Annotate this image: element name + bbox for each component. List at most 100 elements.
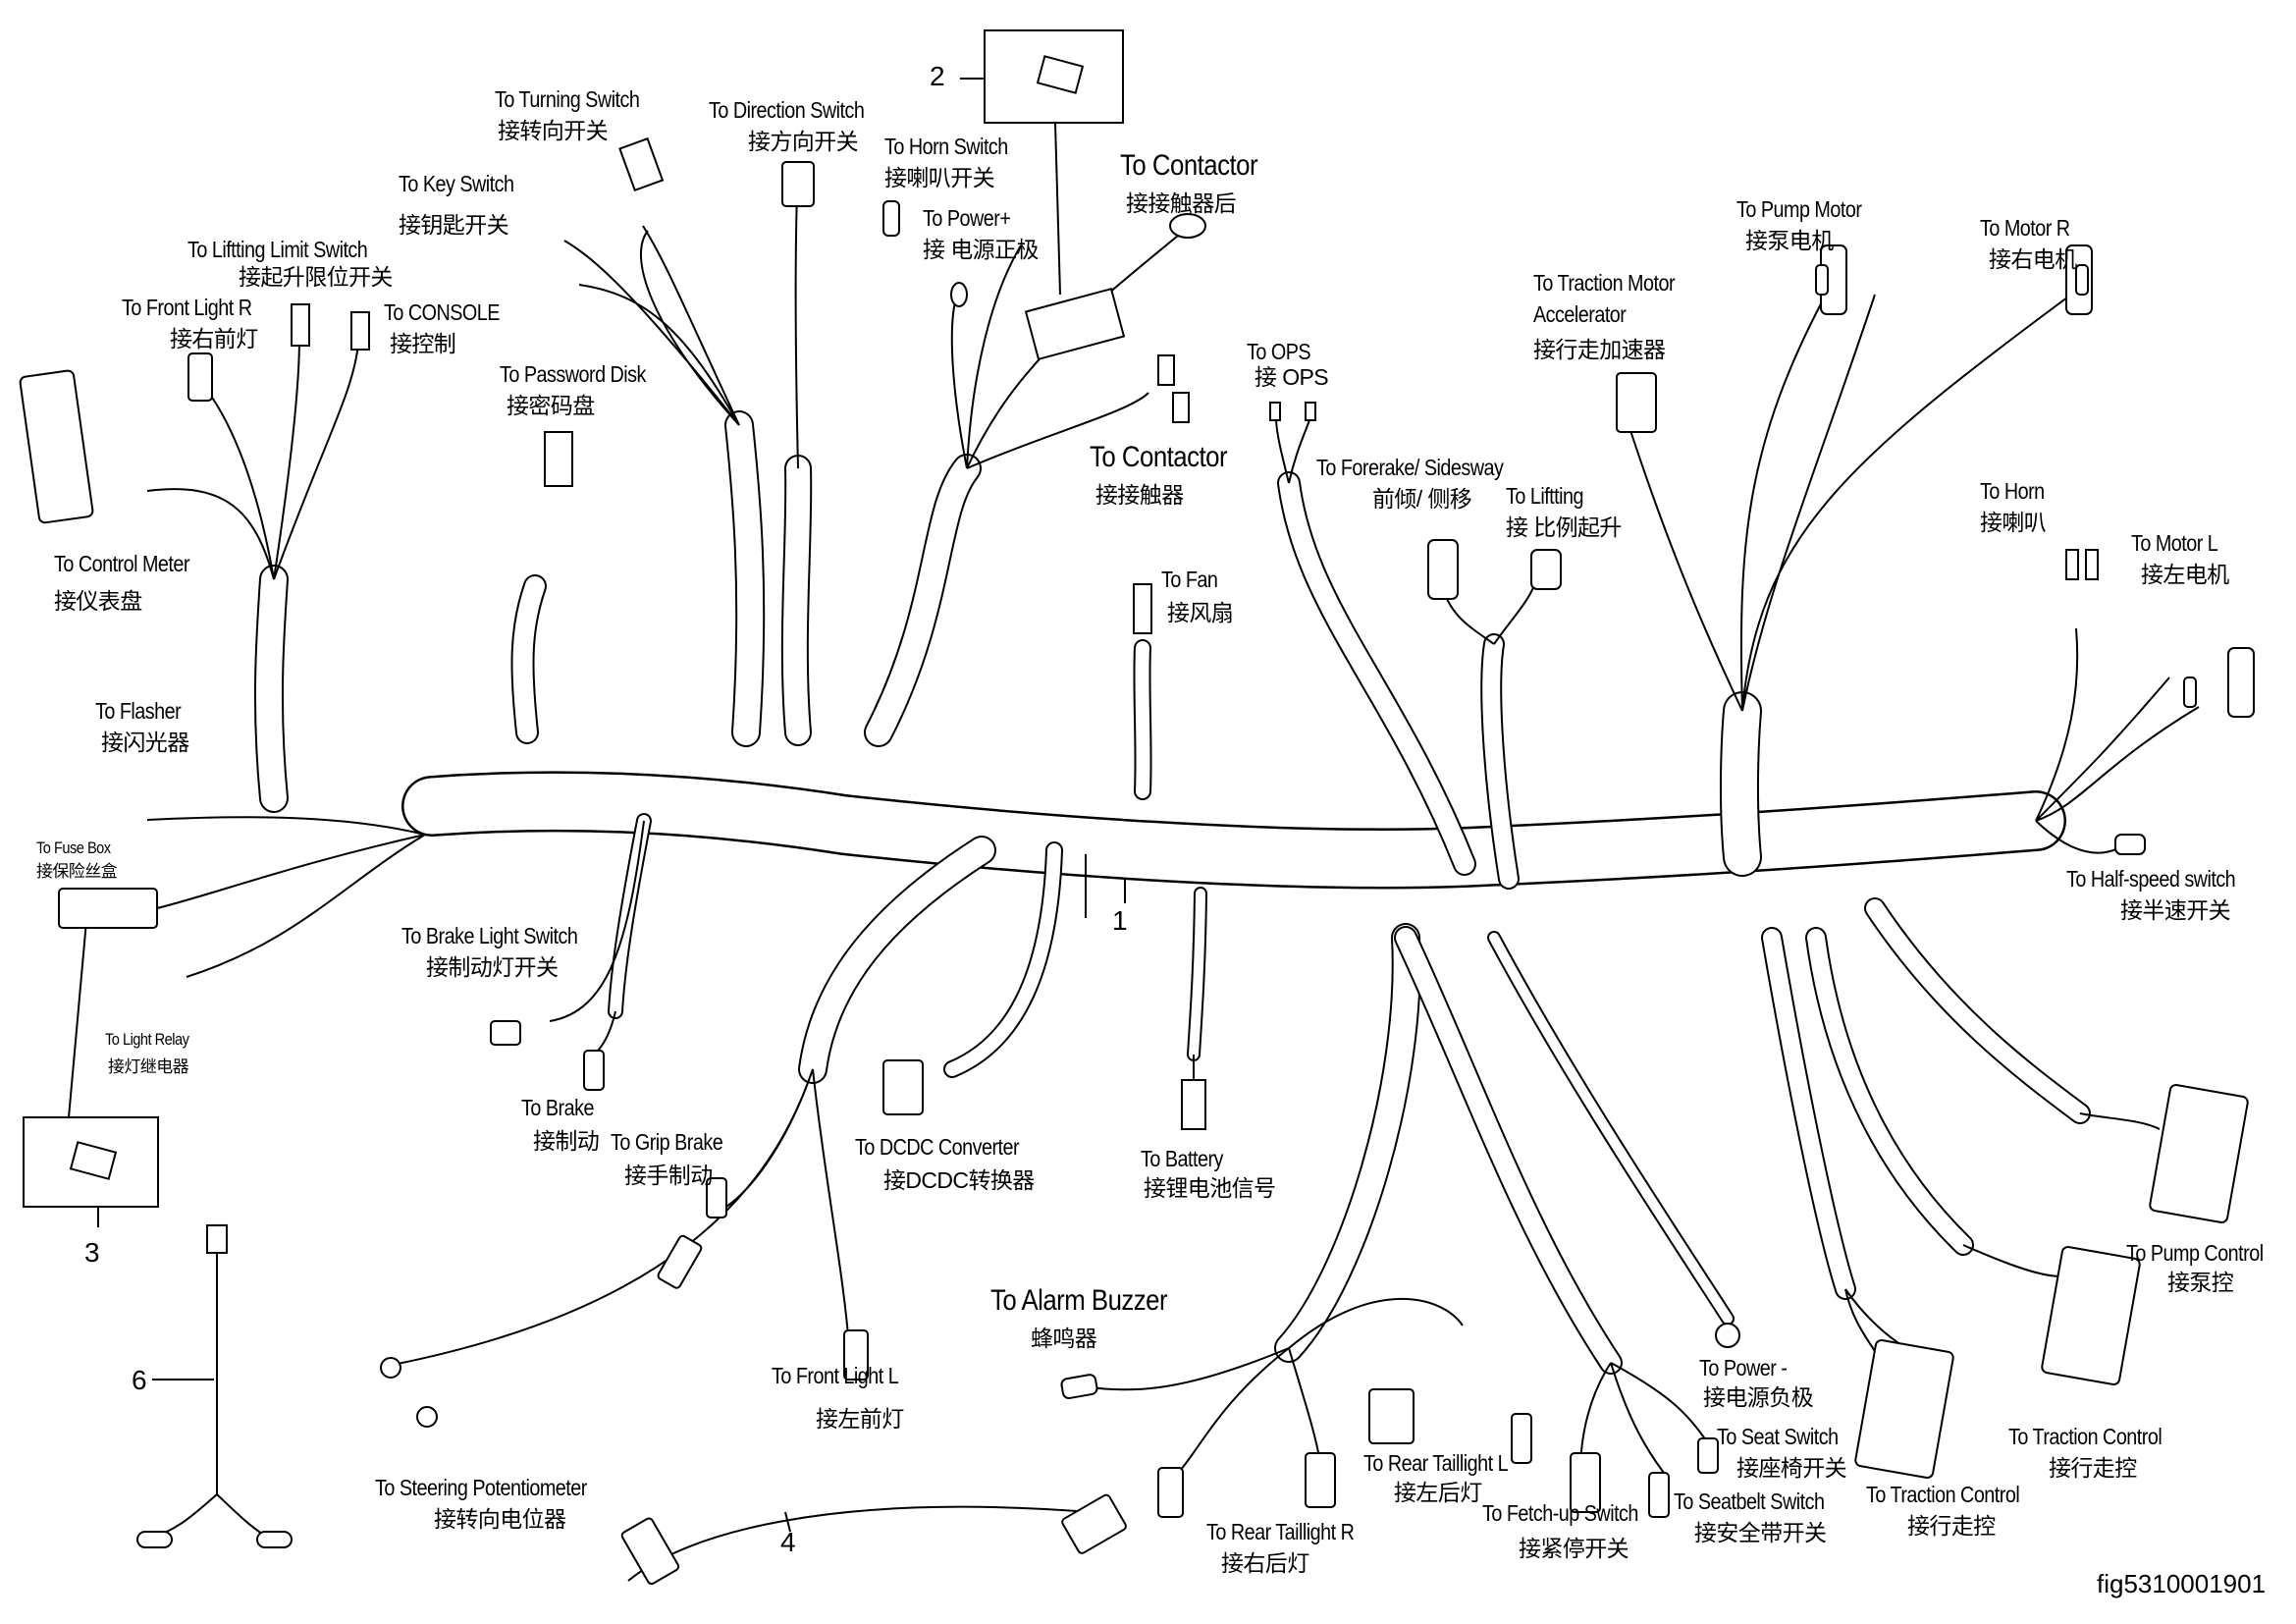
label-en: To Fan — [1161, 567, 1218, 592]
label-en: To Steering Potentiometer — [375, 1475, 587, 1500]
label-cn: 接紧停开关 — [1519, 1536, 1629, 1561]
label-cn: 接 电源正极 — [923, 237, 1039, 262]
label-traction-control-right: To Traction Control 接行走控 — [2008, 1421, 2187, 1484]
label-seatbelt-switch: To Seatbelt Switch 接安全带开关 — [1674, 1486, 1848, 1548]
label-en: To Brake — [521, 1095, 594, 1120]
label-en: To Pump Control — [2126, 1240, 2264, 1266]
label-en: To Front Light L — [772, 1363, 899, 1388]
label-en: To Seatbelt Switch — [1674, 1489, 1825, 1514]
label-en: To Brake Light Switch — [401, 923, 578, 948]
label-turning-switch: To Turning Switch 接转向开关 — [495, 83, 663, 146]
label-power-minus: To Power -接电源负极 — [1699, 1353, 1814, 1412]
label-en: To Alarm Buzzer — [990, 1284, 1168, 1317]
figure-id: fig5310001901 — [2097, 1569, 2267, 1598]
label-en: To Flasher — [95, 698, 182, 724]
label-en: To Control Meter — [54, 551, 189, 576]
label-cn: 接锂电池信号 — [1144, 1175, 1276, 1201]
label-en: To Liftting Limit Switch — [187, 237, 368, 262]
label-en: To Liftting — [1506, 483, 1584, 509]
control-meter-connector — [19, 369, 94, 524]
label-cn: 接接触器后 — [1126, 190, 1237, 216]
label-brake-light-switch: To Brake Light Switch 接制动灯开关 — [401, 920, 607, 983]
label-cn: 接安全带开关 — [1694, 1520, 1827, 1545]
label-cn: 接密码盘 — [507, 393, 595, 418]
label-cn: 接 比例起升 — [1506, 514, 1622, 540]
label-cn: 接 OPS — [1255, 364, 1329, 390]
callout-1: 1 — [1112, 905, 1128, 936]
label-en: To Turning Switch — [495, 86, 640, 112]
label-en: To Horn — [1980, 478, 2045, 504]
label-en: To Seat Switch — [1717, 1424, 1839, 1449]
label-cn: 接转向开关 — [498, 118, 609, 143]
label-en: To Rear Taillight R — [1206, 1519, 1355, 1544]
label-en: To DCDC Converter — [855, 1134, 1020, 1160]
label-en: To CONSOLE — [384, 299, 500, 325]
label-cn: 接左电机 — [2141, 562, 2229, 587]
label-cn: 接接触器 — [1095, 482, 1184, 508]
label-cn: 接起升限位开关 — [239, 264, 393, 290]
label-en: To Light Relay — [105, 1030, 189, 1049]
label-cn: 接喇叭开关 — [884, 165, 995, 190]
label-cn: 接钥匙开关 — [399, 212, 509, 238]
label-direction-switch: To Direction Switch 接方向开关 — [709, 94, 889, 157]
label-cn: 接保险丝盒 — [36, 862, 118, 881]
label-cn: 接方向开关 — [748, 129, 859, 154]
fuse-box-connector — [58, 888, 158, 929]
callout-3: 3 — [84, 1237, 100, 1268]
label-cn: 前倾/ 侧移 — [1372, 486, 1472, 512]
label-motor-l: To Motor L 接左电机 — [2131, 527, 2232, 590]
label-en: To Traction Motor — [1533, 270, 1676, 296]
label-en: To Key Switch — [399, 171, 514, 196]
label-cn: 接左前灯 — [816, 1406, 904, 1432]
label-en-line2: Accelerator — [1533, 301, 1627, 327]
label-en: To Power+ — [923, 205, 1011, 231]
label-cn: 接制动 — [533, 1128, 600, 1154]
label-rear-taillight-r: To Rear Taillight R 接右后灯 — [1206, 1516, 1378, 1579]
label-cn: 接手制动 — [624, 1163, 713, 1188]
label-cn: 接闪光器 — [101, 730, 189, 755]
label-en: To Power - — [1699, 1355, 1788, 1380]
label-en: To Motor L — [2131, 530, 2218, 556]
label-front-light-l: To Front Light L 接左前灯 — [772, 1360, 919, 1435]
label-cn: 接风扇 — [1167, 600, 1234, 625]
label-pump-control: To Pump Control 接泵控 — [2126, 1238, 2285, 1297]
label-cn: 接制动灯开关 — [426, 954, 559, 980]
contactor-block — [1024, 287, 1126, 361]
thin-wires — [68, 78, 2200, 1582]
label-en: To OPS — [1247, 339, 1311, 364]
label-cn: 接行走控 — [1907, 1513, 1996, 1539]
label-en: To Direction Switch — [709, 97, 865, 123]
callout-2: 2 — [930, 61, 945, 91]
label-en: To Traction Control — [2008, 1424, 2163, 1449]
label-en: To Battery — [1141, 1146, 1223, 1171]
label-cn: 接半速开关 — [2120, 897, 2231, 923]
label-en: To Half-speed switch — [2066, 866, 2236, 892]
label-key-switch: To Key Switch 接钥匙开关 — [399, 168, 533, 241]
label-cn: 接右电机 — [1989, 246, 2077, 272]
label-cn: 接右后灯 — [1221, 1550, 1309, 1576]
label-cn: 接泵控 — [2167, 1270, 2234, 1295]
label-cn: 接行走控 — [2049, 1455, 2137, 1481]
label-battery: To Battery 接锂电池信号 — [1141, 1144, 1276, 1203]
label-flasher: To Flasher 接闪光器 — [95, 695, 194, 758]
callout-4: 4 — [780, 1527, 796, 1557]
